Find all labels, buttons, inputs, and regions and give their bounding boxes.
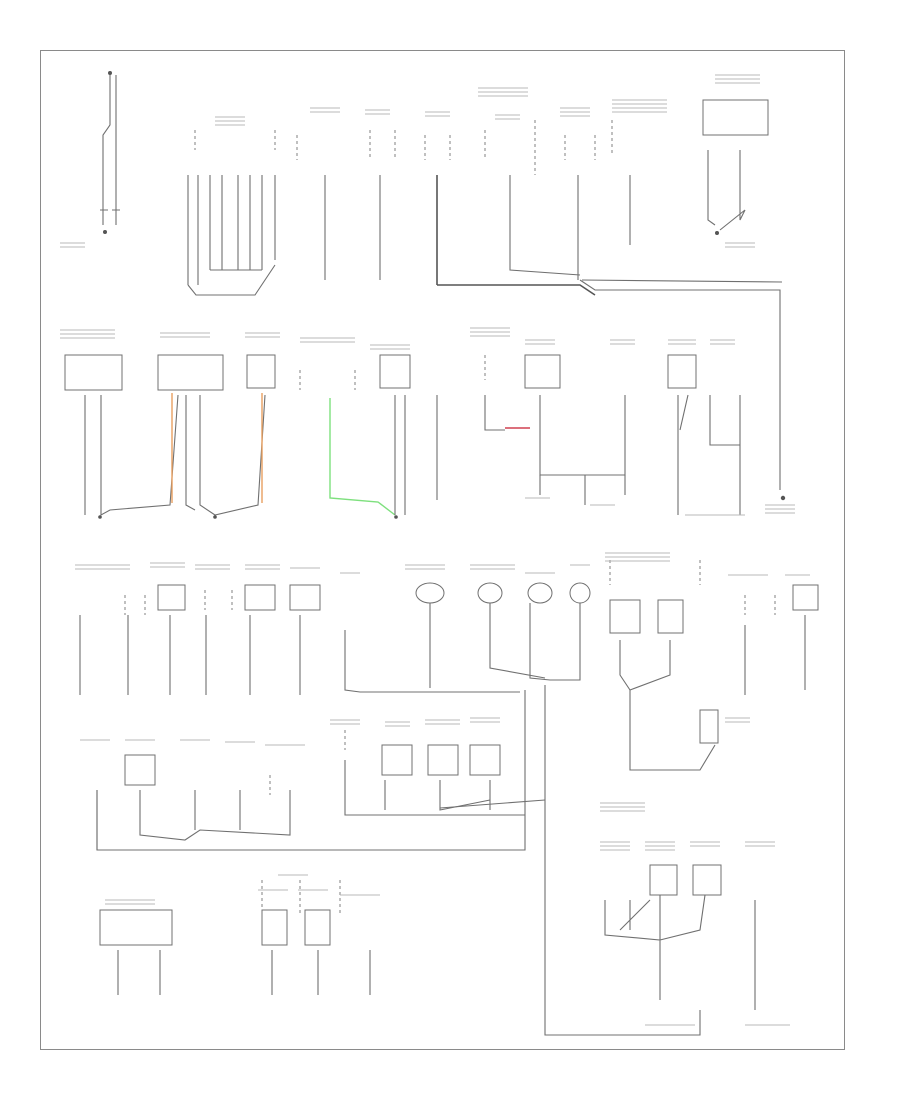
component-block-row2-b — [157, 354, 276, 519]
component-block-row1-c — [702, 99, 769, 235]
diagram-frame — [40, 50, 845, 1050]
component-block-row3-b — [96, 560, 719, 1036]
ground-point-icon — [715, 231, 719, 235]
component-block-row4-c — [604, 864, 756, 1010]
component-block-row4-a — [96, 754, 291, 850]
battery-ground-group — [100, 71, 120, 234]
component-block-row2-c — [299, 354, 438, 519]
illegible-label-marks — [60, 74, 810, 1026]
component-block-row5-a — [99, 880, 371, 995]
component-block-row1-a — [187, 130, 276, 296]
component-block-row1-b — [296, 120, 783, 490]
component-block-row3-a — [79, 584, 520, 695]
ground-point-icon — [103, 230, 107, 234]
component-block-row3-c — [744, 584, 819, 695]
ground-point-icon — [780, 495, 786, 501]
component-block-row2-d — [484, 354, 786, 516]
component-block-row4-b — [344, 730, 546, 816]
